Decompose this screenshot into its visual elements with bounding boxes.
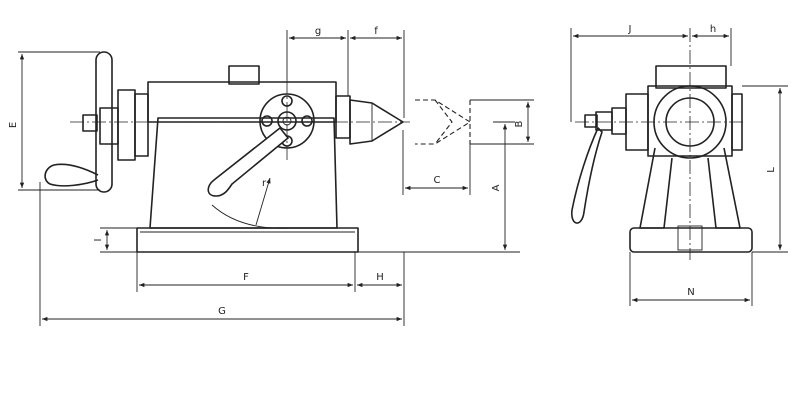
dim-L-label: L (766, 167, 777, 173)
hub-collar (117, 89, 136, 161)
dim-G-label: G (218, 306, 226, 317)
side-view (44, 51, 472, 253)
radius-arc (211, 204, 289, 229)
side-view-dimensions: g f E B C A I r F H (8, 26, 534, 326)
dim-r-label: r (262, 178, 267, 189)
front-lever (571, 127, 603, 224)
dim-E-label: E (8, 122, 19, 128)
dim-f-label: f (374, 26, 378, 37)
front-clamp-nut (611, 107, 627, 135)
tailstock-body (149, 117, 338, 229)
front-leg-right (707, 147, 741, 229)
flange-bolt (301, 115, 313, 127)
quill (335, 95, 351, 139)
wheel-nut (82, 114, 98, 132)
front-view (571, 28, 753, 260)
dim-H-label: H (376, 272, 384, 283)
front-clamp-screw (595, 111, 613, 131)
dim-g-label: g (315, 26, 321, 37)
workpiece-outline (415, 99, 472, 145)
dim-A-label: A (491, 184, 502, 191)
front-leg-left (639, 147, 673, 229)
front-top-block (655, 65, 727, 89)
front-base (629, 227, 753, 253)
front-view-dimensions: J h L N (570, 24, 788, 306)
flange-bolt (261, 115, 273, 127)
dim-F-label: F (243, 272, 249, 283)
dim-h-label: h (710, 24, 716, 35)
clamp-lever (207, 126, 290, 197)
dim-I-label: I (93, 239, 104, 242)
hub-flange (134, 93, 149, 157)
front-screw-head (584, 114, 598, 128)
hub-shaft (99, 107, 119, 145)
clamp-block (228, 65, 260, 85)
dim-B-label: B (514, 120, 525, 127)
dim-C-label: C (434, 175, 441, 186)
live-center (349, 99, 404, 145)
dim-N-label: N (687, 287, 694, 298)
dim-J-label: J (628, 24, 632, 35)
wheel-grip (44, 163, 99, 187)
